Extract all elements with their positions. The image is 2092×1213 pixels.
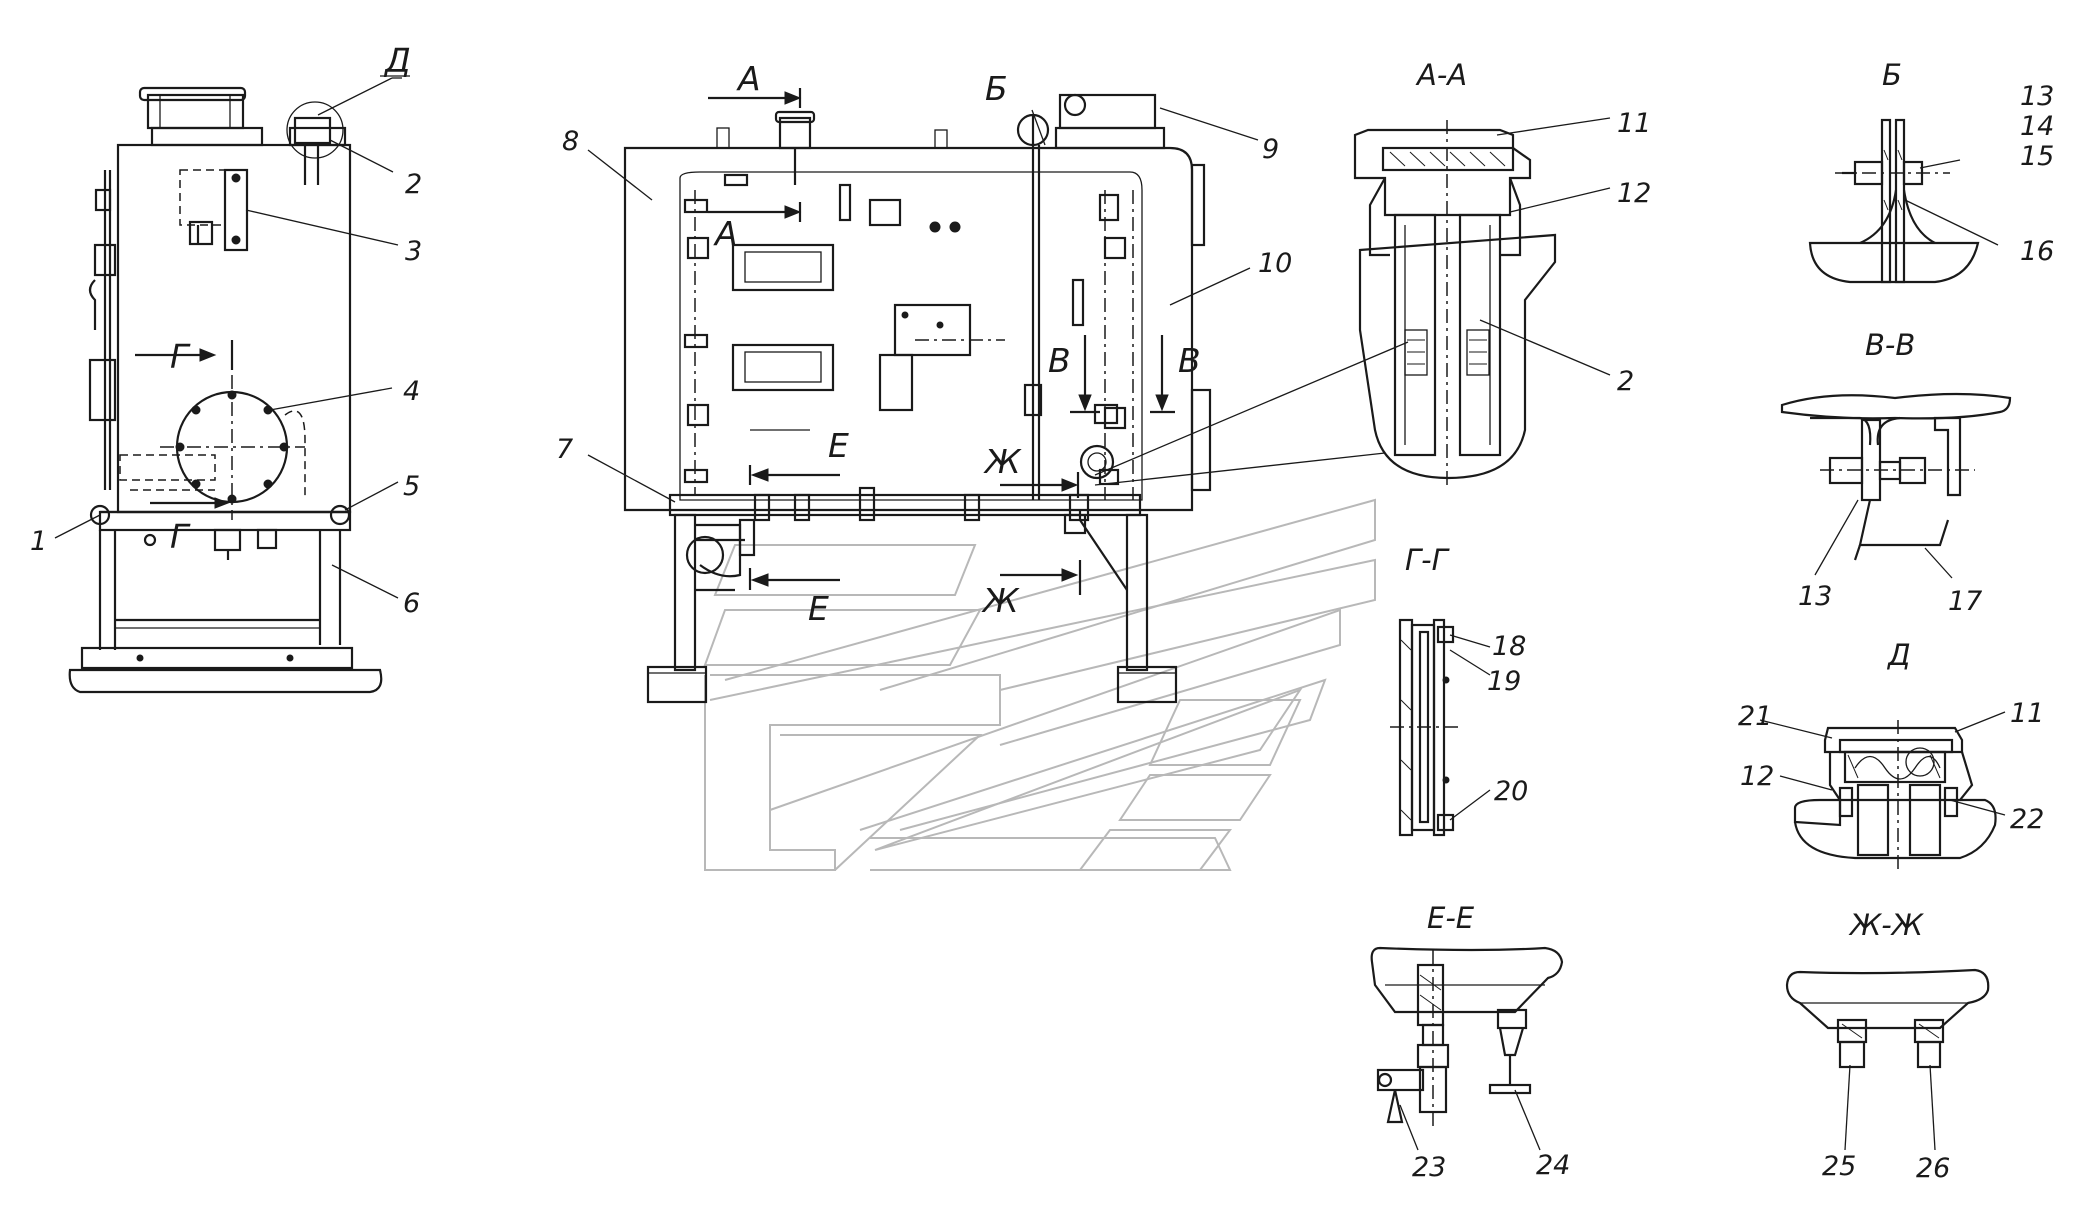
section-title-zhzh: Ж-Ж	[1848, 908, 1925, 942]
marker-a-top: А	[736, 59, 761, 98]
part-label-20: 20	[1494, 776, 1528, 807]
part-label-7: 7	[556, 434, 573, 465]
section-b	[1808, 118, 1999, 284]
part-label-1: 1	[30, 526, 47, 557]
watermark-logo	[703, 498, 1376, 871]
part-label-19: 19	[1487, 666, 1521, 697]
section-d	[1759, 711, 2006, 870]
part-label-8: 8	[562, 126, 579, 157]
part-label-23: 23	[1412, 1152, 1446, 1183]
part-label-14: 14	[2020, 111, 2054, 142]
part-label-13-vv: 13	[1798, 581, 1832, 612]
section-title-gg: Г-Г	[1405, 543, 1451, 577]
marker-b-front: Б	[985, 69, 1008, 108]
marker-e-bottom: Е	[808, 589, 829, 628]
section-title-d: Д	[1886, 638, 1911, 672]
section-vv	[1780, 392, 2012, 579]
part-label-18: 18	[1492, 631, 1526, 662]
marker-d-side: Д	[383, 41, 411, 80]
part-label-12-aa: 12	[1617, 178, 1651, 209]
part-label-12-d: 12	[1740, 761, 1774, 792]
marker-v-left: В	[1048, 341, 1071, 380]
marker-e-top: Е	[828, 426, 849, 465]
part-label-2-side: 2	[405, 169, 422, 200]
front-view	[587, 88, 1409, 704]
marker-zh-top: Ж	[983, 442, 1022, 481]
section-title-ee: Е-Е	[1427, 901, 1475, 935]
section-zhzh	[1785, 968, 1990, 1151]
part-label-2-aa: 2	[1617, 366, 1634, 397]
part-label-26: 26	[1916, 1153, 1950, 1184]
marker-a-bottom: А	[713, 214, 738, 253]
part-label-10: 10	[1258, 248, 1292, 279]
part-label-21: 21	[1738, 701, 1772, 732]
section-title-aa: А-А	[1415, 58, 1467, 92]
marker-v-right: В	[1178, 341, 1201, 380]
side-view	[54, 77, 402, 694]
marker-g-top: Г	[170, 337, 191, 376]
part-label-22: 22	[2010, 804, 2044, 835]
section-title-vv: В-В	[1865, 328, 1915, 362]
section-aa	[1353, 117, 1611, 490]
part-label-24: 24	[1536, 1150, 1570, 1181]
part-label-15: 15	[2020, 141, 2054, 172]
section-gg	[1390, 618, 1491, 837]
part-label-13-b: 13	[2020, 81, 2054, 112]
part-label-6: 6	[403, 588, 420, 619]
section-title-b: Б	[1882, 58, 1902, 92]
section-ee	[1370, 946, 1564, 1151]
part-label-16: 16	[2020, 236, 2054, 267]
part-label-11-aa: 11	[1617, 108, 1651, 139]
marker-zh-bottom: Ж	[981, 581, 1020, 620]
marker-g-bottom: Г	[170, 517, 191, 556]
part-label-9: 9	[1262, 134, 1279, 165]
part-label-3: 3	[405, 236, 422, 267]
part-label-5: 5	[403, 471, 420, 502]
part-label-25: 25	[1822, 1151, 1856, 1182]
part-label-17: 17	[1948, 586, 1982, 617]
part-label-11-d: 11	[2010, 698, 2044, 729]
part-label-4: 4	[403, 376, 420, 407]
